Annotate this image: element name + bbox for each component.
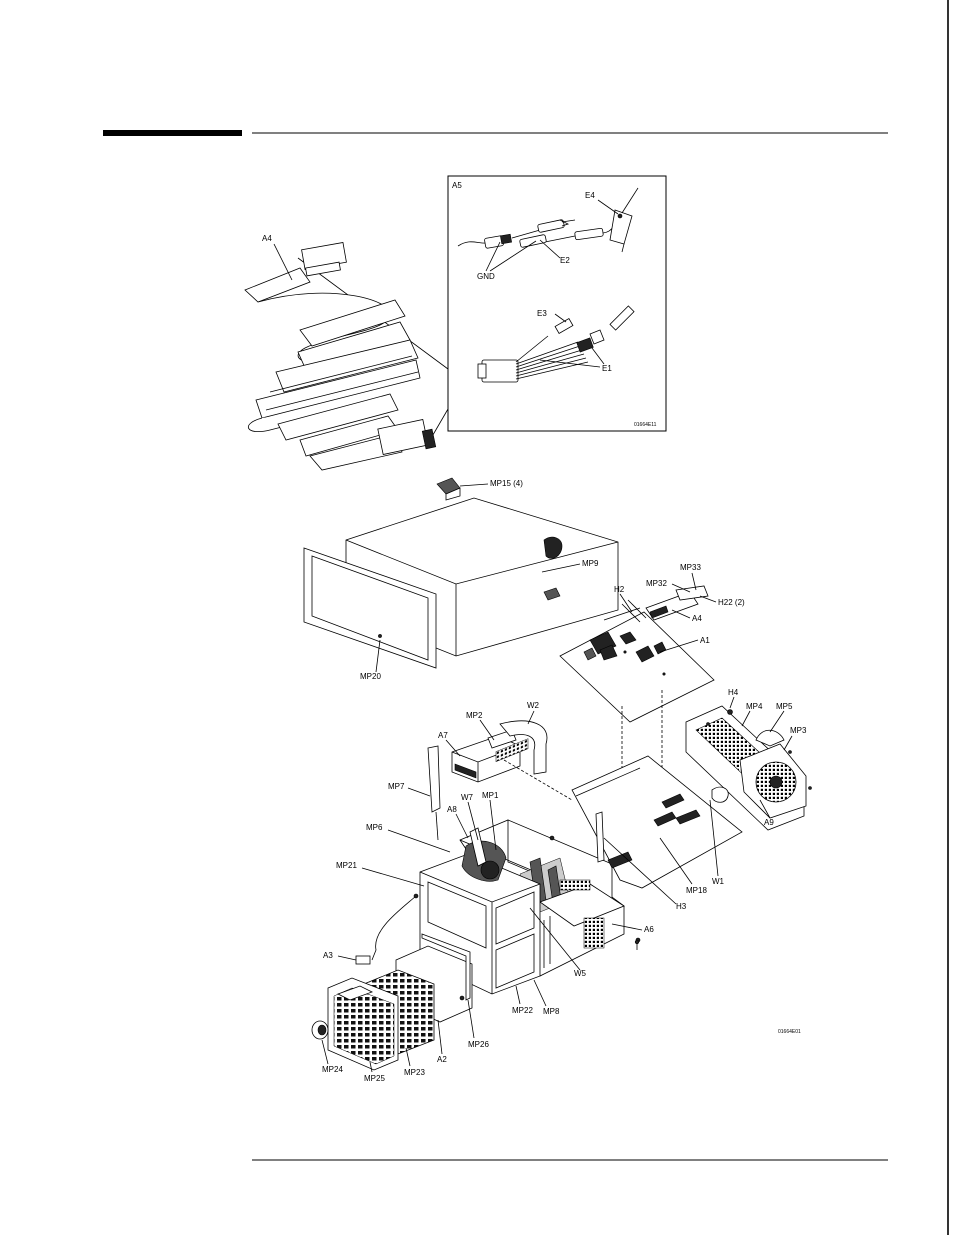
label-a9: A9 <box>764 818 774 827</box>
label-a8: A8 <box>447 805 457 814</box>
label-a1: A1 <box>700 636 710 645</box>
label-e1: E1 <box>602 364 612 373</box>
header-bar <box>103 130 242 136</box>
label-mp2: MP2 <box>466 711 483 720</box>
label-mp32: MP32 <box>646 579 667 588</box>
label-mp3: MP3 <box>790 726 807 735</box>
label-a4-board: A4 <box>692 614 702 623</box>
label-mp7: MP7 <box>388 782 405 791</box>
label-a3: A3 <box>323 951 333 960</box>
label-w5: W5 <box>574 969 587 978</box>
label-mp24: MP24 <box>322 1065 343 1074</box>
label-a2: A2 <box>437 1055 447 1064</box>
front-panel-mp25 <box>328 978 398 1070</box>
label-a7: A7 <box>438 731 448 740</box>
label-mp4: MP4 <box>746 702 763 711</box>
ribbon-cable-a4 <box>245 243 436 470</box>
label-e4: E4 <box>585 191 595 200</box>
label-mp15: MP15 (4) <box>490 479 523 488</box>
label-h22: H22 (2) <box>718 598 745 607</box>
label-a4-cable: A4 <box>262 234 272 243</box>
label-w2: W2 <box>527 701 540 710</box>
inset-figure-code: 01664E11 <box>634 422 657 428</box>
label-mp18: MP18 <box>686 886 707 895</box>
cpu-board-a1 <box>560 608 714 722</box>
label-mp21: MP21 <box>336 861 357 870</box>
label-mp22: MP22 <box>512 1006 533 1015</box>
label-h4: H4 <box>728 688 739 697</box>
label-h2: H2 <box>614 585 625 594</box>
knob-mp24 <box>312 1021 328 1039</box>
label-e2: E2 <box>560 256 570 265</box>
label-h3: H3 <box>676 902 687 911</box>
main-figure-code: 01664E01 <box>778 1029 801 1035</box>
label-mp9: MP9 <box>582 559 599 568</box>
label-gnd: GND <box>477 272 495 281</box>
label-mp20: MP20 <box>360 672 381 681</box>
bracket-mp7 <box>428 746 440 840</box>
label-mp25: MP25 <box>364 1074 385 1083</box>
label-mp1: MP1 <box>482 791 499 800</box>
label-mp26: MP26 <box>468 1040 489 1049</box>
label-mp5: MP5 <box>776 702 793 711</box>
label-a6: A6 <box>644 925 654 934</box>
label-w1: W1 <box>712 877 725 886</box>
inset-frame <box>448 176 666 431</box>
label-mp33: MP33 <box>680 563 701 572</box>
label-mp6: MP6 <box>366 823 383 832</box>
label-e3: E3 <box>537 309 547 318</box>
label-mp23: MP23 <box>404 1068 425 1077</box>
cable-a3 <box>356 894 418 964</box>
label-w7: W7 <box>461 793 474 802</box>
label-mp8: MP8 <box>543 1007 560 1016</box>
label-a5: A5 <box>452 181 462 190</box>
